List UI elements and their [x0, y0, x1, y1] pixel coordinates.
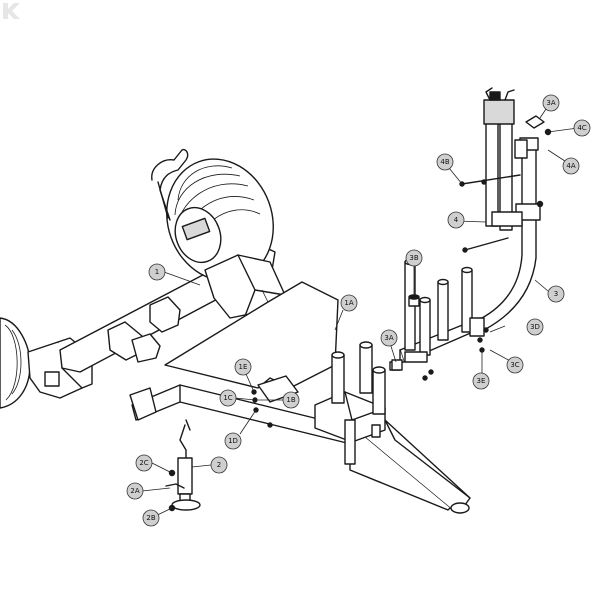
svg-text:3A: 3A: [546, 99, 555, 107]
svg-text:1B: 1B: [286, 396, 295, 404]
svg-text:1E: 1E: [239, 363, 248, 371]
svg-text:2: 2: [217, 461, 221, 469]
left-wheel: [0, 317, 31, 409]
svg-text:1: 1: [155, 268, 159, 276]
callout-1B: 1B: [282, 391, 300, 409]
front-post-block: [314, 341, 386, 465]
callout-4C: 4C: [573, 119, 591, 137]
callout-3C: 3C: [506, 356, 524, 374]
svg-text:1A: 1A: [344, 299, 353, 307]
callout-4A: 4A: [562, 157, 580, 175]
callout-3: 3: [547, 285, 565, 303]
callout-3A-upper: 3A: [542, 94, 560, 112]
callout-2C: 2C: [135, 454, 153, 472]
small-parts: [391, 115, 545, 371]
rear-rack: [389, 258, 485, 381]
svg-text:4: 4: [454, 216, 459, 224]
svg-text:3A: 3A: [384, 334, 393, 342]
svg-text:1C: 1C: [223, 394, 232, 402]
svg-text:3E: 3E: [477, 377, 486, 385]
wheel-fender: [204, 254, 286, 319]
callout-4: 4: [447, 211, 465, 229]
beam-brackets: [107, 296, 181, 363]
k-logo-icon: [0, 0, 22, 22]
svg-text:3B: 3B: [409, 254, 418, 262]
upright-assembly: [483, 87, 552, 231]
callout-3D: 3D: [526, 318, 544, 336]
callout-2B: 2B: [142, 509, 160, 527]
callout-1: 1: [148, 263, 166, 281]
callout-2: 2: [210, 456, 228, 474]
svg-text:4B: 4B: [440, 158, 449, 166]
callout-1D: 1D: [224, 432, 242, 450]
callout-3E: 3E: [472, 372, 490, 390]
callout-4B: 4B: [436, 153, 454, 171]
callout-3B: 3B: [405, 249, 423, 267]
callout-3A-lower: 3A: [380, 329, 398, 347]
svg-text:2C: 2C: [139, 459, 148, 467]
lower-side-beam: [129, 384, 356, 446]
callout-1C: 1C: [219, 389, 237, 407]
svg-text:1D: 1D: [228, 437, 238, 445]
svg-text:3: 3: [554, 290, 558, 298]
svg-text:3D: 3D: [530, 323, 540, 331]
svg-text:4A: 4A: [566, 162, 575, 170]
callout-1E: 1E: [234, 358, 252, 376]
svg-text:2A: 2A: [130, 487, 139, 495]
leader-lines: [141, 102, 579, 519]
jack-stand: [165, 419, 201, 512]
callout-2A: 2A: [126, 482, 144, 500]
svg-text:3C: 3C: [510, 361, 519, 369]
callout-1A: 1A: [340, 294, 358, 312]
svg-text:4C: 4C: [577, 124, 586, 132]
callout-balloons: 1 1A 1B 1C 1D 1E 2 2A 2B 2C 3 3A 3A 3B 3…: [126, 94, 591, 527]
svg-text:2B: 2B: [146, 514, 155, 522]
wheel-handle: [151, 148, 189, 221]
